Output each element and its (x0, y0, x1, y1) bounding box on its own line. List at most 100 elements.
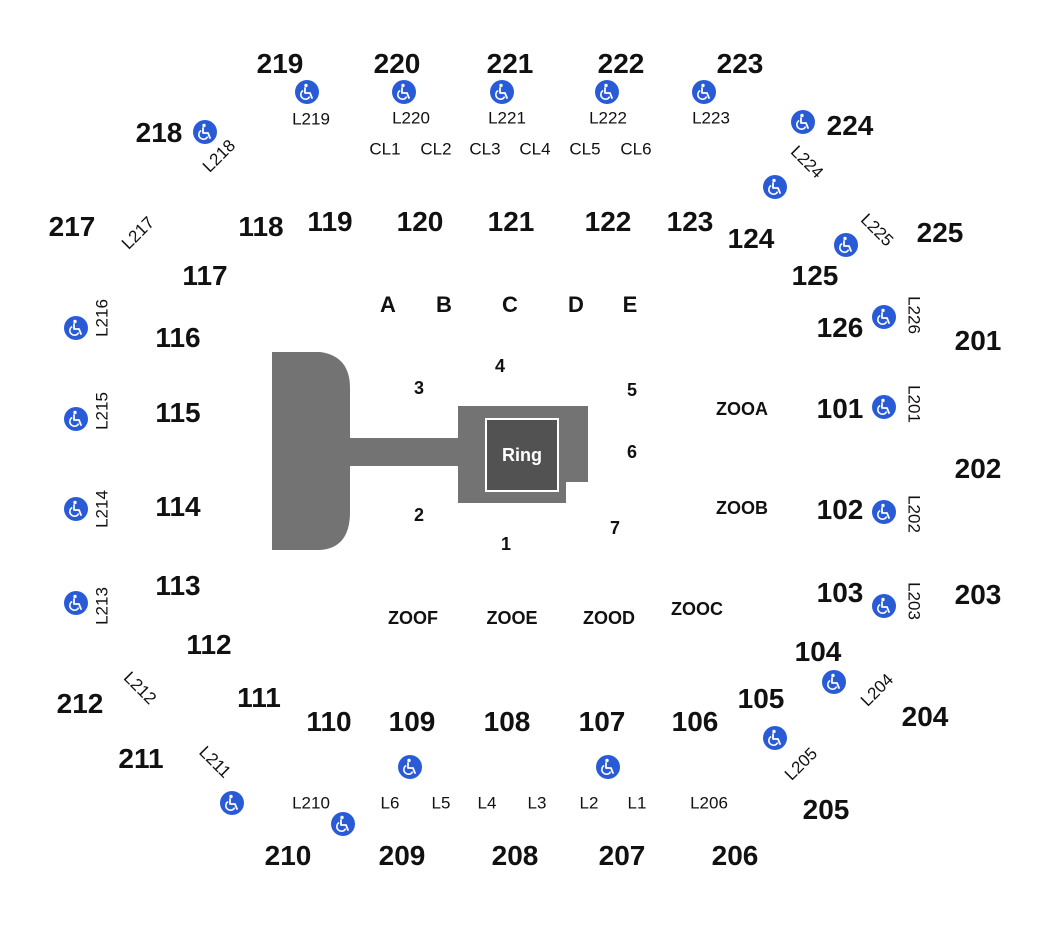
section-120[interactable]: 120 (396, 206, 444, 237)
section-201[interactable]: 201 (954, 325, 1002, 356)
loge-l216[interactable]: L216 (92, 299, 112, 337)
zone-zood[interactable]: ZOOD (583, 608, 635, 628)
section-208[interactable]: 208 (491, 840, 539, 871)
ring-label: Ring (502, 444, 542, 465)
loge-l5[interactable]: L5 (431, 793, 451, 813)
loge-l1[interactable]: L1 (627, 793, 647, 813)
loge-l201[interactable]: L201 (904, 385, 924, 423)
zone-zooc[interactable]: ZOOC (671, 599, 723, 619)
wheelchair-icon (392, 80, 416, 104)
section-107[interactable]: 107 (578, 706, 626, 737)
loge-l203[interactable]: L203 (904, 582, 924, 620)
zone-zooa[interactable]: ZOOA (716, 399, 768, 419)
loge-l3[interactable]: L3 (527, 793, 547, 813)
section-101[interactable]: 101 (816, 393, 864, 424)
wheelchair-icon (872, 594, 896, 618)
ringside-5[interactable]: 5 (626, 380, 638, 400)
club-cl1[interactable]: CL1 (369, 139, 401, 159)
floor-row-e[interactable]: E (622, 292, 638, 317)
section-104[interactable]: 104 (794, 636, 842, 667)
club-cl6[interactable]: CL6 (620, 139, 652, 159)
zone-zooe[interactable]: ZOOE (486, 608, 538, 628)
section-122[interactable]: 122 (584, 206, 632, 237)
loge-l4[interactable]: L4 (477, 793, 497, 813)
section-118[interactable]: 118 (238, 211, 284, 242)
wheelchair-icon (64, 407, 88, 431)
section-224[interactable]: 224 (826, 110, 874, 141)
section-114[interactable]: 114 (155, 491, 201, 522)
loge-l215[interactable]: L215 (92, 392, 112, 430)
section-204[interactable]: 204 (901, 701, 949, 732)
section-109[interactable]: 109 (388, 706, 436, 737)
loge-l2[interactable]: L2 (579, 793, 599, 813)
section-219[interactable]: 219 (256, 48, 304, 79)
loge-l221[interactable]: L221 (488, 108, 526, 128)
section-110[interactable]: 110 (306, 706, 352, 737)
loge-l220[interactable]: L220 (392, 108, 430, 128)
section-210[interactable]: 210 (264, 840, 312, 871)
zone-zoob[interactable]: ZOOB (716, 498, 768, 518)
section-113[interactable]: 113 (155, 570, 201, 601)
section-105[interactable]: 105 (737, 683, 785, 714)
wheelchair-icon (834, 233, 858, 257)
loge-l202[interactable]: L202 (904, 495, 924, 533)
loge-l223[interactable]: L223 (692, 108, 730, 128)
ringside-1[interactable]: 1 (500, 534, 512, 554)
section-220[interactable]: 220 (373, 48, 421, 79)
loge-l222[interactable]: L222 (589, 108, 627, 128)
wheelchair-icon (763, 175, 787, 199)
section-102[interactable]: 102 (816, 494, 864, 525)
loge-l226[interactable]: L226 (904, 296, 924, 334)
section-108[interactable]: 108 (483, 706, 531, 737)
club-cl5[interactable]: CL5 (569, 139, 601, 159)
floor-row-d[interactable]: D (568, 292, 584, 317)
main-stage (272, 352, 350, 550)
section-218[interactable]: 218 (135, 117, 183, 148)
zone-zoof[interactable]: ZOOF (388, 608, 438, 628)
section-221[interactable]: 221 (486, 48, 534, 79)
section-223[interactable]: 223 (716, 48, 764, 79)
wheelchair-icon (822, 670, 846, 694)
section-121[interactable]: 121 (487, 206, 535, 237)
section-116[interactable]: 116 (155, 322, 201, 353)
section-225[interactable]: 225 (916, 217, 964, 248)
ringside-3[interactable]: 3 (413, 378, 425, 398)
ringside-7[interactable]: 7 (609, 518, 621, 538)
loge-l214[interactable]: L214 (92, 490, 112, 528)
ringside-6[interactable]: 6 (626, 442, 638, 462)
loge-l213[interactable]: L213 (92, 587, 112, 625)
section-217[interactable]: 217 (48, 211, 96, 242)
loge-l6[interactable]: L6 (380, 793, 400, 813)
section-103[interactable]: 103 (816, 577, 864, 608)
section-126[interactable]: 126 (816, 312, 864, 343)
loge-l219[interactable]: L219 (292, 109, 330, 129)
section-212[interactable]: 212 (56, 688, 104, 719)
floor-row-b[interactable]: B (436, 292, 452, 317)
section-206[interactable]: 206 (711, 840, 759, 871)
section-111[interactable]: 111 (237, 682, 281, 713)
section-117[interactable]: 117 (182, 260, 228, 291)
section-119[interactable]: 119 (307, 206, 353, 237)
section-202[interactable]: 202 (954, 453, 1002, 484)
loge-l210[interactable]: L210 (292, 793, 330, 813)
section-209[interactable]: 209 (378, 840, 426, 871)
floor-row-a[interactable]: A (380, 292, 396, 317)
section-125[interactable]: 125 (791, 260, 839, 291)
ringside-2[interactable]: 2 (413, 505, 425, 525)
section-123[interactable]: 123 (666, 206, 714, 237)
section-203[interactable]: 203 (954, 579, 1002, 610)
section-124[interactable]: 124 (727, 223, 775, 254)
loge-l206[interactable]: L206 (690, 793, 728, 813)
section-112[interactable]: 112 (186, 629, 232, 660)
section-115[interactable]: 115 (155, 397, 201, 428)
ringside-4[interactable]: 4 (494, 356, 506, 376)
floor-row-c[interactable]: C (502, 292, 518, 317)
section-211[interactable]: 211 (118, 743, 164, 774)
section-222[interactable]: 222 (597, 48, 645, 79)
club-cl3[interactable]: CL3 (469, 139, 501, 159)
club-cl4[interactable]: CL4 (519, 139, 551, 159)
section-207[interactable]: 207 (598, 840, 646, 871)
section-106[interactable]: 106 (671, 706, 719, 737)
section-205[interactable]: 205 (802, 794, 850, 825)
club-cl2[interactable]: CL2 (420, 139, 452, 159)
